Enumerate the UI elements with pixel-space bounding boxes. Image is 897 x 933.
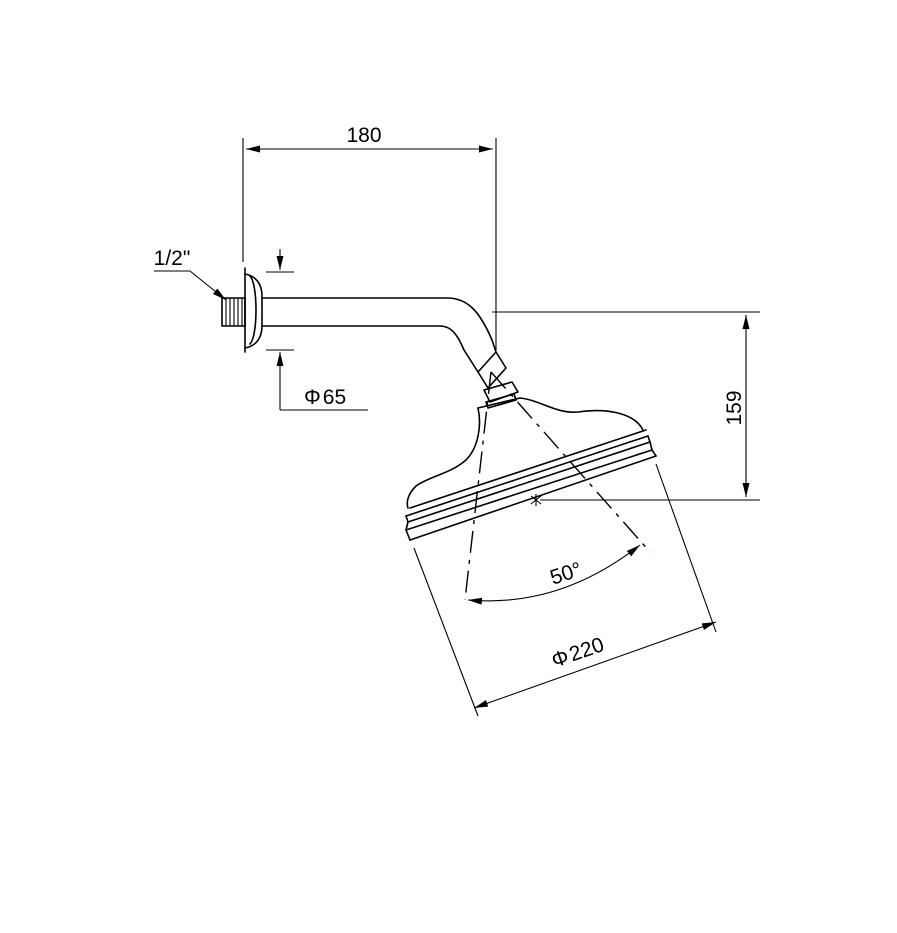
label-flange-diameter: Φ65 bbox=[304, 386, 346, 409]
head-value: 220 bbox=[566, 633, 607, 666]
dimension-drop-height: 159 bbox=[492, 311, 760, 501]
flange-value: 65 bbox=[323, 386, 346, 409]
label-180: 180 bbox=[346, 124, 381, 147]
shower-arm bbox=[261, 297, 497, 373]
dimension-head-diameter: Φ220 bbox=[413, 463, 717, 717]
diameter-symbol: Φ bbox=[304, 386, 321, 409]
shower-head bbox=[405, 397, 657, 541]
diameter-symbol: Φ bbox=[549, 645, 572, 672]
dimension-tilt-angle: 50° bbox=[467, 544, 641, 605]
label-159: 159 bbox=[723, 390, 746, 425]
label-head-diameter: Φ220 bbox=[549, 633, 607, 672]
wall-flange bbox=[244, 267, 263, 353]
label-angle: 50° bbox=[547, 558, 584, 590]
label-thread: 1/2" bbox=[154, 247, 191, 270]
threaded-connector bbox=[221, 297, 246, 327]
dimension-flange-diameter: Φ65 bbox=[266, 249, 368, 411]
dimension-arm-length: 180 bbox=[242, 124, 497, 350]
dimension-thread-size: 1/2" bbox=[154, 247, 227, 301]
